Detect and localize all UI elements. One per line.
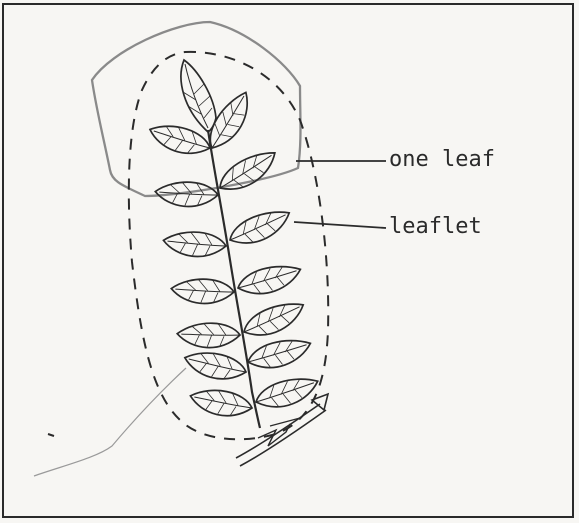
one-leaf-label: one leaf <box>389 149 495 171</box>
terminal-leaflet <box>181 60 216 132</box>
leaflet-leader-line <box>294 222 386 228</box>
rachis <box>208 130 260 428</box>
pencil-sketch <box>34 368 328 476</box>
highlight-box <box>92 22 301 196</box>
leaflet-label: leaflet <box>389 216 482 238</box>
leaflet-pairs <box>147 89 320 417</box>
